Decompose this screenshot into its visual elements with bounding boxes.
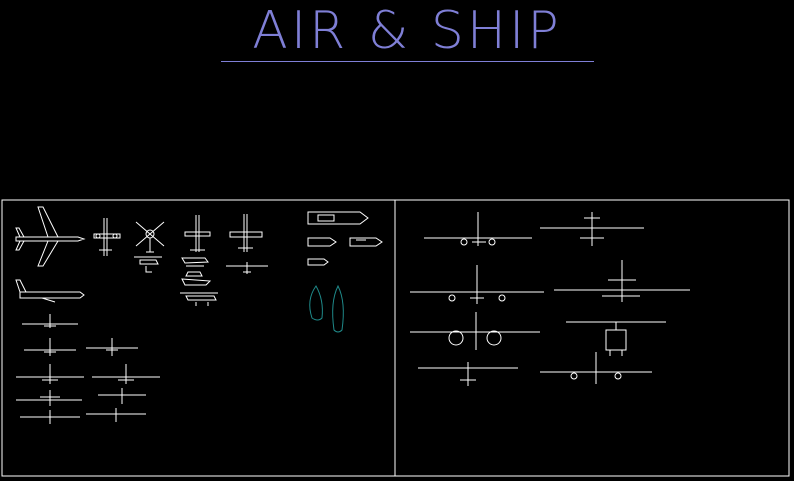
speedboat-top-view bbox=[307, 211, 369, 225]
airliner-side-view bbox=[15, 279, 85, 303]
airliner-front-view bbox=[424, 212, 532, 246]
small-plane-side-view bbox=[180, 292, 218, 306]
high-wing-plane-top-view bbox=[229, 214, 263, 252]
twinprop-front-view bbox=[540, 352, 652, 384]
transport-plane-top-view bbox=[93, 218, 121, 256]
title-underline bbox=[221, 61, 594, 62]
bizjet-front-view bbox=[540, 212, 644, 246]
small-boat-top-view bbox=[307, 258, 329, 266]
trijet-front-view bbox=[554, 260, 690, 302]
drawing-title: AIR & SHIP bbox=[252, 1, 562, 61]
small-plane-front-view bbox=[226, 262, 268, 274]
seaplane-side-view bbox=[181, 257, 212, 286]
helicopter-side-view bbox=[134, 256, 162, 273]
motorboat-side-view bbox=[349, 237, 383, 247]
jet-front-view bbox=[16, 314, 160, 424]
turboprop-front-view bbox=[410, 312, 540, 350]
helicopter-front-view bbox=[566, 321, 666, 356]
widebody-front-view bbox=[410, 265, 544, 304]
light-plane-top-view bbox=[184, 215, 211, 252]
dinghy-top-view bbox=[307, 237, 337, 247]
canoe-top-view bbox=[309, 284, 344, 333]
highwing-front-view bbox=[418, 362, 518, 386]
airliner-top-view bbox=[15, 206, 86, 267]
helicopter-top-view bbox=[135, 221, 165, 253]
